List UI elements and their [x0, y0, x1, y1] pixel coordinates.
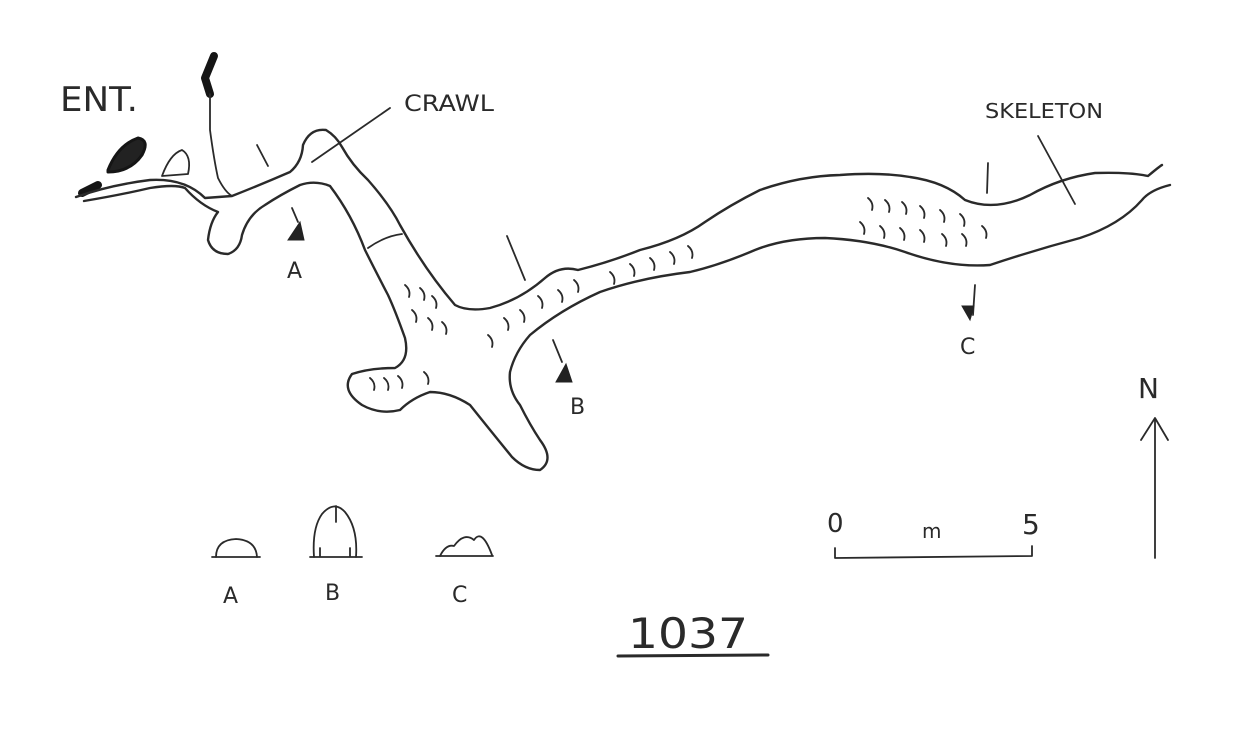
boulder	[161, 149, 191, 177]
cross-section-b-label: B	[325, 581, 340, 606]
cross-section-b: B	[309, 505, 363, 606]
section-a-label: A	[287, 259, 302, 284]
cross-section-a: A	[211, 538, 261, 609]
scale-bar: 0 m 5	[827, 508, 1040, 559]
north-label: N	[1138, 372, 1159, 405]
scale-bar-unit: m	[922, 519, 941, 543]
survey-ticks	[256, 144, 989, 281]
section-b-label: B	[570, 395, 585, 420]
cross-section-c-label: C	[452, 583, 467, 608]
north-arrow: N	[1138, 372, 1169, 559]
scale-bar-end: 5	[1022, 508, 1040, 541]
cave-number: 1037	[616, 609, 770, 658]
rubble-hatching	[369, 197, 988, 391]
crawl-label: CRAWL	[404, 92, 495, 117]
cross-section-c: C	[435, 535, 494, 608]
cross-section-a-label: A	[223, 584, 238, 609]
scale-bar-start: 0	[827, 509, 844, 539]
entrance-boulder	[106, 136, 147, 174]
cave-number-label: 1037	[628, 609, 748, 658]
entrance-walls	[78, 52, 218, 197]
section-marker-c	[961, 284, 976, 322]
skeleton-leader	[1037, 135, 1076, 205]
crawl-leader	[311, 107, 391, 163]
section-marker-a	[287, 207, 305, 241]
entrance-label: ENT.	[60, 80, 138, 120]
section-c-label: C	[960, 335, 975, 360]
section-marker-b	[552, 339, 573, 383]
skeleton-label: SKELETON	[985, 99, 1103, 123]
cave-passage	[74, 93, 1172, 472]
